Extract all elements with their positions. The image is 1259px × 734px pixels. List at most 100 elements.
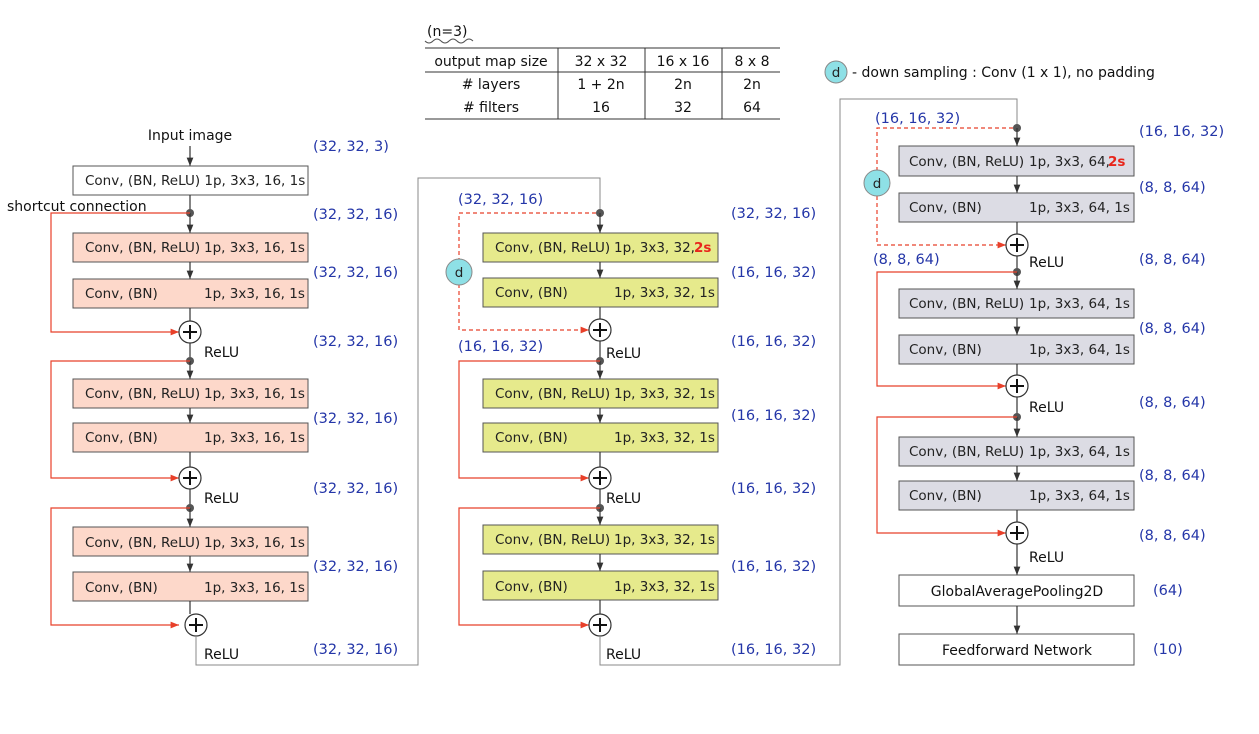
dim-label: (8, 8, 64)	[1139, 180, 1206, 196]
dim-label: (16, 16, 32)	[875, 111, 960, 127]
conv-bn-layer	[72, 422, 309, 453]
table-header-3: 8 x 8	[735, 54, 770, 70]
add-icon	[178, 320, 202, 344]
conv-spec: 1p, 3x3, 32, 1s	[614, 579, 715, 595]
dim-label: (32, 32, 16)	[731, 206, 816, 222]
relu-label: ReLU	[1029, 550, 1064, 566]
table-cell: 2n	[674, 77, 692, 93]
conv-bn-relu-layer	[72, 526, 309, 557]
relu-label: ReLU	[1029, 400, 1064, 416]
shortcut-connection-label: shortcut connection	[7, 199, 147, 215]
legend-symbol: d	[832, 65, 841, 81]
table-cell: 16	[592, 100, 610, 116]
dim-label: (32, 32, 16)	[313, 334, 398, 350]
downsample-shortcut-arrow	[876, 196, 1006, 249]
conv-bn-label: Conv, (BN)	[495, 285, 568, 301]
stage-connector	[195, 177, 601, 666]
d-circle-icon	[863, 169, 891, 197]
conv-spec: 1p, 3x3, 64, 1s	[1029, 444, 1130, 460]
feedforward-network-layer	[898, 633, 1135, 666]
add-icon	[1005, 233, 1029, 257]
dim-label: (8, 8, 64)	[1139, 395, 1206, 411]
stage-connector	[599, 98, 1018, 666]
dim-label: (32, 32, 3)	[313, 139, 389, 155]
conv-bn-relu-label: Conv, (BN, ReLU)	[85, 386, 200, 402]
conv-bn-relu-label: Conv, (BN, ReLU)	[85, 240, 200, 256]
shortcut-arrow	[458, 360, 600, 482]
conv-bn-layer	[72, 278, 309, 309]
conv-spec: 1p, 3x3, 64, 1s	[1029, 200, 1130, 216]
stride-2-label: 2s	[694, 240, 711, 256]
conv-spec: 1p, 3x3, 16, 1s	[204, 240, 305, 256]
d-label: d	[455, 265, 464, 281]
conv-bn-label: Conv, (BN)	[85, 430, 158, 446]
conv-spec: 1p, 3x3, 16, 1s	[204, 580, 305, 596]
conv-spec: 1p, 3x3, 32, 1s	[614, 386, 715, 402]
add-icon	[184, 613, 208, 637]
shortcut-arrow	[50, 507, 190, 629]
conv-bn-label: Conv, (BN)	[85, 286, 158, 302]
dim-label: (16, 16, 32)	[731, 481, 816, 497]
table-header-1: 32 x 32	[575, 54, 628, 70]
table-cell: # layers	[462, 77, 521, 93]
add-icon	[178, 466, 202, 490]
stride-2-label: 2s	[1108, 154, 1125, 170]
shortcut-arrow	[876, 416, 1017, 537]
table-cell: 1 + 2n	[577, 77, 624, 93]
legend-text: - down sampling : Conv (1 x 1), no paddi…	[852, 65, 1155, 81]
dim-label: (32, 32, 16)	[313, 559, 398, 575]
first-conv-layer	[72, 165, 309, 196]
dim-label: (16, 16, 32)	[731, 559, 816, 575]
table-cell: # filters	[463, 100, 519, 116]
conv-bn-relu-label: Conv, (BN, ReLU)	[909, 296, 1024, 312]
conv-bn-layer	[898, 192, 1135, 223]
first-conv-label: Conv, (BN, ReLU) 1p, 3x3, 16, 1s	[85, 173, 305, 189]
table-header-0: output map size	[434, 54, 547, 70]
conv-bn-relu-layer	[898, 145, 1135, 177]
conv-bn-relu-label: Conv, (BN, ReLU)	[495, 532, 610, 548]
conv-bn-relu-label: Conv, (BN, ReLU)	[495, 386, 610, 402]
dim-label: (32, 32, 16)	[313, 265, 398, 281]
d-circle-icon	[824, 60, 848, 84]
conv-spec: 1p, 3x3, 16, 1s	[204, 535, 305, 551]
dim-label: (32, 32, 16)	[313, 207, 398, 223]
conv-bn-relu-layer	[72, 378, 309, 409]
relu-label: ReLU	[606, 346, 641, 362]
add-icon	[588, 318, 612, 342]
shortcut-arrow	[50, 360, 190, 482]
stage-2: (32, 32, 16) (32, 32, 16) Conv, (BN, ReL…	[445, 192, 816, 663]
dim-label: (16, 16, 32)	[731, 642, 816, 658]
dim-label: (16, 16, 32)	[1139, 124, 1224, 140]
downsampling-legend: d - down sampling : Conv (1 x 1), no pad…	[824, 60, 1155, 84]
conv-bn-relu-label: Conv, (BN, ReLU)	[909, 154, 1024, 170]
conv-bn-relu-label: Conv, (BN, ReLU)	[909, 444, 1024, 460]
dim-label: (8, 8, 64)	[1139, 321, 1206, 337]
layer-config-table: (n=3) output map size 32 x 32 16 x 16 8 …	[424, 24, 780, 120]
add-icon	[1005, 521, 1029, 545]
table-cell: 64	[743, 100, 761, 116]
conv-spec: 1p, 3x3, 64,	[1029, 154, 1110, 170]
conv-spec: 1p, 3x3, 32, 1s	[614, 430, 715, 446]
conv-bn-relu-layer	[898, 288, 1135, 319]
dim-label: (16, 16, 32)	[458, 339, 543, 355]
dim-label: (8, 8, 64)	[873, 252, 940, 268]
dim-label: (8, 8, 64)	[1139, 252, 1206, 268]
dim-label: (32, 32, 16)	[313, 642, 398, 658]
conv-spec: 1p, 3x3, 64, 1s	[1029, 296, 1130, 312]
d-label: d	[873, 176, 882, 192]
conv-bn-layer	[482, 277, 719, 308]
conv-spec: 1p, 3x3, 64, 1s	[1029, 488, 1130, 504]
downsample-shortcut-arrow	[458, 284, 589, 334]
relu-label: ReLU	[204, 345, 239, 361]
dim-label: (8, 8, 64)	[1139, 468, 1206, 484]
gap-label: GlobalAveragePooling2D	[931, 584, 1103, 600]
input-image-label: Input image	[148, 128, 232, 144]
shortcut-arrow	[876, 271, 1017, 390]
relu-label: ReLU	[204, 647, 239, 663]
conv-bn-relu-label: Conv, (BN, ReLU)	[85, 535, 200, 551]
conv-bn-label: Conv, (BN)	[909, 342, 982, 358]
dim-label: (8, 8, 64)	[1139, 528, 1206, 544]
conv-spec: 1p, 3x3, 16, 1s	[204, 430, 305, 446]
conv-bn-label: Conv, (BN)	[495, 430, 568, 446]
